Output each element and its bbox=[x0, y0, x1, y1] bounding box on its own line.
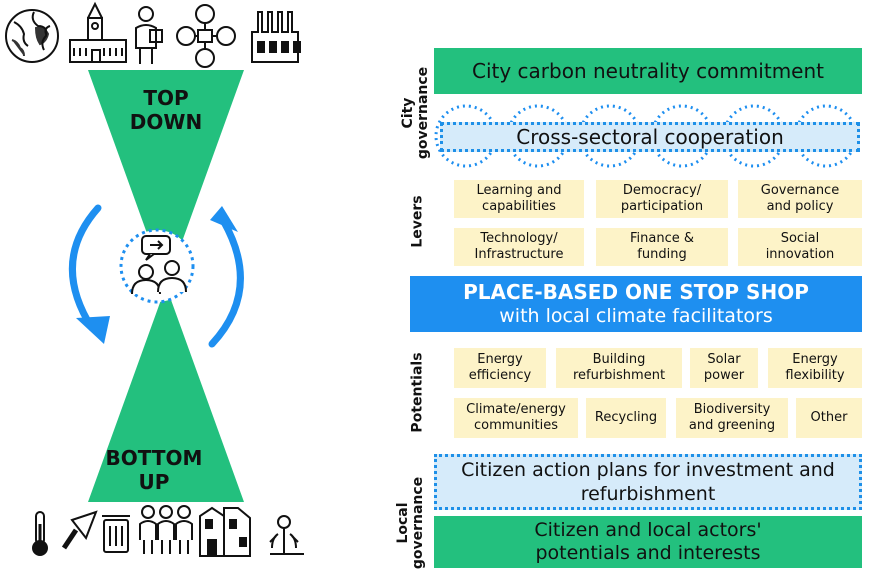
city-governance-label: City governance bbox=[400, 66, 431, 160]
globe-icon bbox=[5, 9, 59, 63]
one-stop-shop-subtitle: with local climate facilitators bbox=[499, 305, 773, 327]
trowel-icon bbox=[61, 510, 98, 550]
citizen-action-plans-box: Citizen action plans for investment and … bbox=[434, 454, 862, 510]
potential-recycling: Recycling bbox=[586, 398, 666, 438]
bin-icon bbox=[102, 515, 130, 553]
plants-icon bbox=[269, 515, 304, 555]
factory-icon bbox=[251, 11, 301, 63]
houses-icon bbox=[199, 506, 251, 557]
city-commitment-box: City carbon neutrality commitment bbox=[434, 48, 862, 94]
local-governance-label: Local governance bbox=[395, 476, 426, 570]
lever-finance: Finance &funding bbox=[596, 228, 728, 266]
people-group-icon bbox=[139, 505, 193, 554]
top-down-triangle bbox=[88, 70, 244, 286]
lever-democracy: Democracy/participation bbox=[596, 180, 728, 218]
levers-label: Levers bbox=[409, 195, 426, 248]
city-hall-icon bbox=[69, 1, 127, 63]
one-stop-shop-title: PLACE-BASED ONE STOP SHOP bbox=[463, 280, 809, 304]
potentials-label: Potentials bbox=[409, 352, 426, 433]
official-icon bbox=[135, 6, 163, 64]
bottom-up-label: BOTTOM UP bbox=[105, 446, 203, 494]
lever-technology: Technology/Infrastructure bbox=[454, 228, 584, 266]
cooperation-box: Cross-sectoral cooperation bbox=[440, 122, 860, 152]
arrow-head-up bbox=[210, 206, 238, 232]
network-icon bbox=[176, 4, 236, 68]
top-down-label: TOP DOWN bbox=[129, 86, 203, 134]
arrow-head-down bbox=[76, 316, 110, 344]
one-stop-shop-box: PLACE-BASED ONE STOP SHOP with local cli… bbox=[410, 276, 862, 332]
bottom-up-triangle bbox=[88, 286, 244, 502]
facilitator-icon bbox=[131, 235, 187, 295]
left-diagram bbox=[5, 1, 304, 557]
cycle-arrows bbox=[69, 204, 244, 348]
citizen-actors-box: Citizen and local actors' potentials and… bbox=[434, 516, 862, 568]
thermometer-icon bbox=[32, 511, 48, 556]
potential-other: Other bbox=[796, 398, 862, 438]
